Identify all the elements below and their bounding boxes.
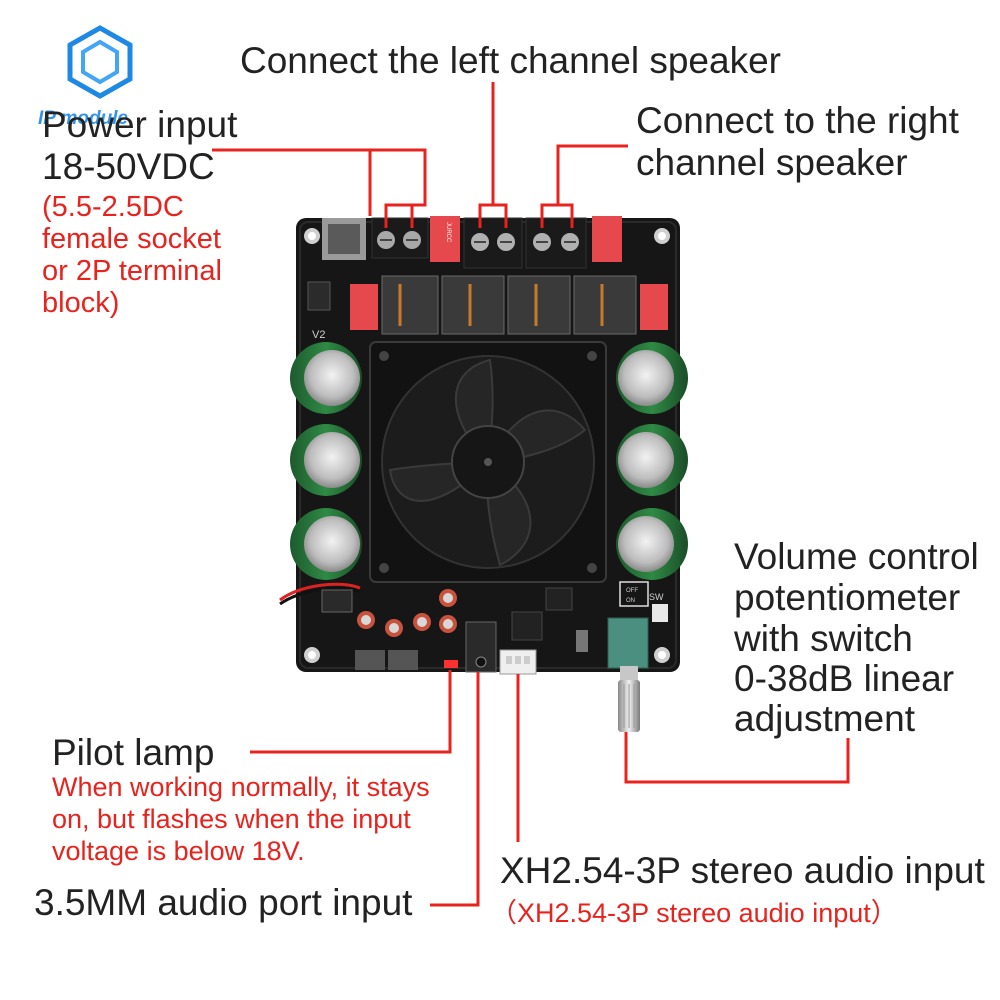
label-pilot-note-3: voltage is below 18V. — [52, 836, 305, 866]
pilot-led — [444, 660, 458, 668]
label-pilot-note-2: on, but flashes when the input — [52, 804, 411, 834]
leader-lines — [212, 82, 850, 907]
board-mark-jurcc: JURCC — [445, 222, 451, 243]
label-volume-2: potentiometer — [734, 577, 961, 618]
capacitors-right — [616, 342, 688, 580]
label-pilot-note-1: When working normally, it stays — [52, 772, 430, 802]
label-left-channel: Connect the left channel speaker — [240, 40, 781, 81]
audio-jack-3-5mm — [465, 621, 497, 673]
label-xh254-input: XH2.54-3P stereo audio input — [500, 850, 985, 891]
capacitors-left — [290, 342, 362, 580]
board-mark-off: OFF — [626, 588, 638, 594]
label-volume-4: 0-38dB linear — [734, 658, 955, 699]
brand-logo-icon — [67, 25, 133, 99]
label-power-2: 18-50VDC — [42, 146, 215, 187]
label-volume-3: with switch — [734, 618, 913, 659]
label-right-channel-1: Connect to the right — [636, 100, 959, 141]
volume-potentiometer — [607, 617, 649, 732]
label-volume-1: Volume control — [734, 536, 979, 577]
label-audio-port: 3.5MM audio port input — [34, 882, 413, 923]
label-power-note-2: female socket — [42, 223, 221, 255]
label-pilot-lamp: Pilot lamp — [52, 732, 215, 773]
label-volume-5: adjustment — [734, 698, 915, 739]
label-xh254-note: （XH2.54-3P stereo audio input） — [490, 898, 898, 928]
label-power-note-3: or 2P terminal — [42, 255, 222, 287]
board-mark-v2: V2 — [312, 329, 325, 341]
label-power-note-4: block) — [42, 287, 120, 319]
output-inductors — [381, 275, 637, 335]
brand-logo-text: IP module — [38, 108, 129, 129]
label-right-channel-2: channel speaker — [636, 142, 908, 183]
label-power-note-1: (5.5-2.5DC — [42, 191, 184, 223]
board-mark-on: ON — [626, 598, 635, 604]
board-mark-sw: SW — [649, 592, 664, 602]
label-power-1: Power input — [42, 104, 238, 145]
